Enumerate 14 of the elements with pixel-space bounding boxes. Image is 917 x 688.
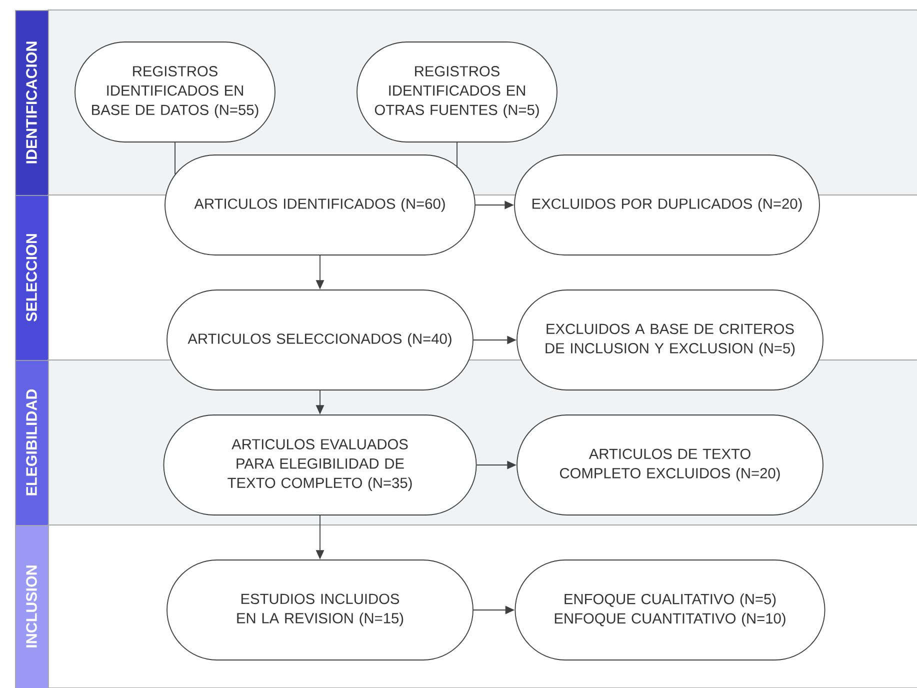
lane-label: INCLUSION <box>15 525 49 688</box>
terminal-box: EXCLUIDOS POR DUPLICADOS (N=20) <box>514 154 820 256</box>
lane-label: ELEGIBILIDAD <box>15 360 49 526</box>
terminal-box: ARTICULOS SELECCIONADOS (N=40) <box>166 290 474 390</box>
terminal-box: ENFOQUE CUALITATIVO (N=5) ENFOQUE CUANTITATIVO (N=10) <box>514 560 826 660</box>
lane-label: IDENTIFICACION <box>15 10 49 196</box>
terminal-box: REGISTROS IDENTIFICADOS EN OTRAS FUENTES (N=5) <box>356 42 558 142</box>
terminal-box: ARTICULOS IDENTIFICADOS (N=60) <box>164 154 476 256</box>
terminal-box: EXCLUIDOS A BASE DE CRITEROS DE INCLUSION Y EXCLUSION (N=5) <box>516 290 824 390</box>
terminal-box: ESTUDIOS INCLUIDOS EN LA REVISION (N=15) <box>166 560 474 660</box>
lane-label: SELECCION <box>15 195 49 361</box>
terminal-box: ARTICULOS DE TEXTO COMPLETO EXCLUIDOS (N=20) <box>516 414 824 516</box>
terminal-box: ARTICULOS EVALUADOS PARA ELEGIBILIDAD DE TEXTO COMPLETO (N=35) <box>163 414 477 516</box>
terminal-box: REGISTROS IDENTIFICADOS EN BASE DE DATOS (N=55) <box>74 42 276 142</box>
